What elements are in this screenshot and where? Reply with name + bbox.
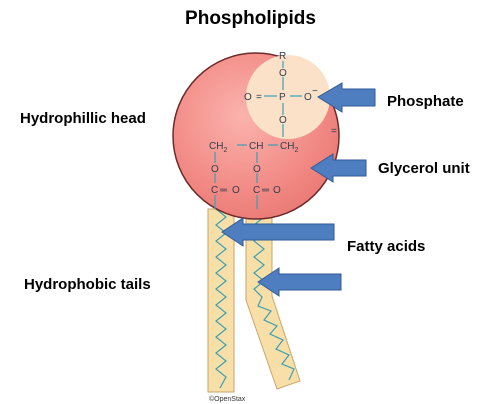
group-ch2-right: CH2 [280, 141, 298, 154]
atom-o-right: O [304, 92, 312, 103]
atom-o-left: O [244, 92, 252, 103]
hydrophobic-tails-label: Hydrophobic tails [24, 276, 151, 293]
hydrophilic-head-label: Hydrophillic head [20, 110, 146, 127]
side-equals-mark: = [331, 126, 337, 137]
atom-c-left: C [211, 185, 218, 196]
double-bond-left: = [256, 92, 262, 103]
atom-c-right: C [253, 185, 260, 196]
group-ch: CH [249, 141, 263, 152]
atom-o-ester-right: O [253, 164, 261, 175]
left-tail-zigzag [215, 208, 227, 389]
double-bond-c-left: ═ [219, 185, 228, 196]
chemical-bonds [214, 61, 302, 209]
credit-text: ©OpenStax [209, 395, 246, 403]
atom-p: P [279, 92, 286, 103]
glycerol-arrow [310, 153, 367, 183]
atom-o-below-p: O [279, 115, 287, 126]
double-bond-c-right: ═ [261, 185, 270, 196]
phosphate-group-circle [246, 55, 330, 139]
atom-o-carbonyl-left: O [232, 185, 240, 196]
phosphate-arrow [317, 82, 376, 113]
fatty-acids-arrow-upper [221, 217, 335, 247]
glycerol-unit-label: Glycerol unit [378, 160, 470, 177]
atom-o-top: O [279, 68, 287, 79]
page-title: Phospholipids [185, 8, 316, 29]
phosphate-label: Phosphate [387, 93, 464, 110]
charge-minus: − [312, 86, 318, 97]
atom-o-carbonyl-right: O [273, 185, 281, 196]
fatty-acids-label: Fatty acids [347, 238, 426, 255]
atom-r: R [279, 51, 286, 62]
fatty-acids-arrow-lower [257, 267, 342, 297]
group-ch2-left: CH2 [209, 141, 227, 154]
atom-o-ester-left: O [211, 164, 219, 175]
